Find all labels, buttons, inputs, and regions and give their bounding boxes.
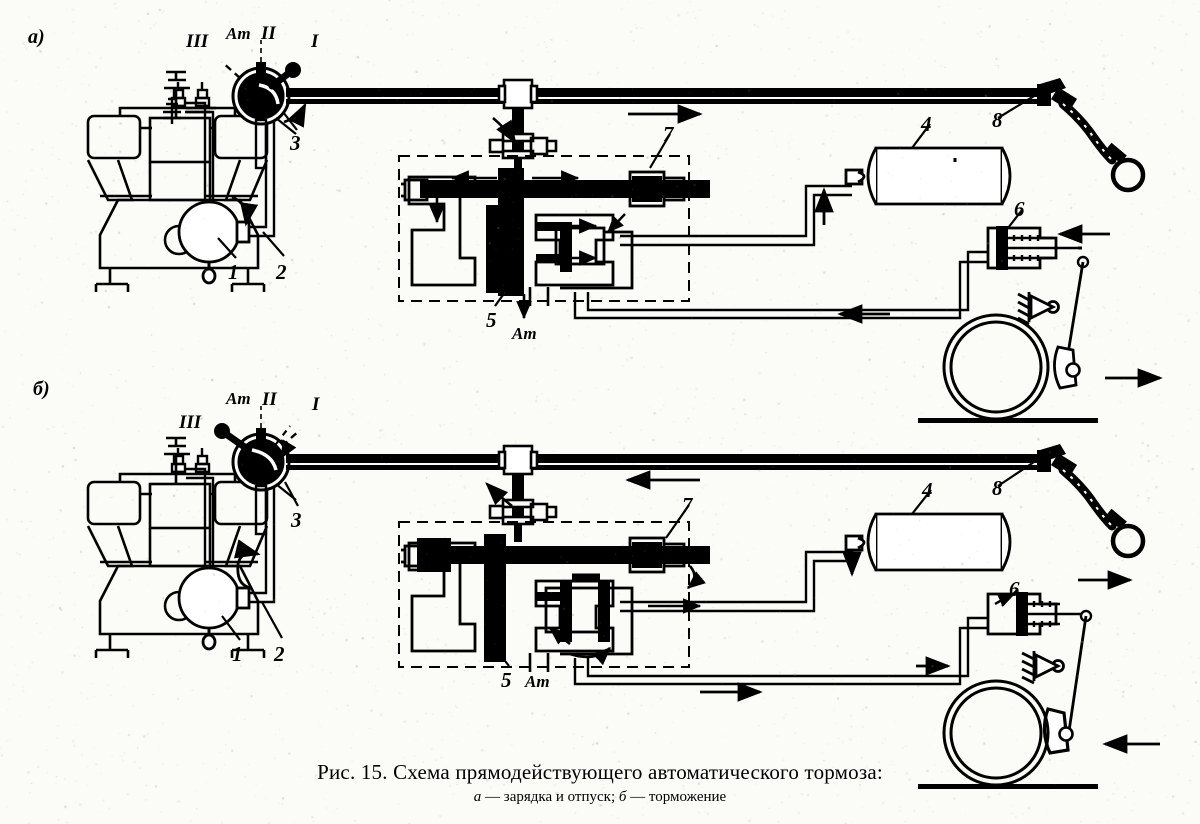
callout-a-1: 1 xyxy=(228,260,239,285)
piston-rod xyxy=(420,180,710,198)
auxiliary-reservoir xyxy=(846,514,1010,570)
callout-a-2: 2 xyxy=(276,260,287,285)
brake-shoe xyxy=(1054,347,1079,388)
callout-a-5: 5 xyxy=(486,308,497,333)
brake-pipe-cock xyxy=(499,80,537,108)
branch-pipe-to-distributor xyxy=(503,108,533,176)
main-reservoir xyxy=(179,202,249,283)
wheel xyxy=(944,315,1048,419)
rail xyxy=(918,418,1098,423)
caption-sub: а — зарядка и отпуск; б — торможение xyxy=(0,789,1200,806)
hose-coupling xyxy=(1037,78,1143,190)
piston-rod xyxy=(420,546,710,564)
callout-a-at-top: Ат xyxy=(226,24,251,44)
callout-b-7: 7 xyxy=(682,493,693,518)
callout-a-pos-II: II xyxy=(261,23,276,45)
callout-b-8: 8 xyxy=(992,476,1003,501)
callout-a-7: 7 xyxy=(663,122,674,147)
pipe-distributor-to-cylinder xyxy=(575,618,988,684)
panel-b-braking xyxy=(88,406,1160,789)
figure-caption: Рис. 15. Схема прямодействующего автомат… xyxy=(0,760,1200,806)
caption-sub-a-text: — зарядка и отпуск; xyxy=(481,789,619,805)
callout-b-3: 3 xyxy=(291,508,302,533)
callout-a-4: 4 xyxy=(921,112,932,137)
callout-b-at-valve: Ат xyxy=(525,672,550,692)
panel-label-a: а) xyxy=(28,26,45,49)
branch-flow-arrow xyxy=(487,484,512,506)
callout-a-pos-III: III xyxy=(186,31,208,53)
cylinder-piston xyxy=(996,226,1008,270)
callout-b-at-top: Ат xyxy=(226,389,251,409)
callout-b-1: 1 xyxy=(232,642,243,667)
slide-valve-column xyxy=(484,534,506,662)
callout-b-6: 6 xyxy=(1009,577,1020,602)
brake-pipe-main xyxy=(286,454,1037,470)
auxiliary-reservoir xyxy=(846,148,1010,204)
slide-valve-column xyxy=(498,168,524,296)
callout-a-3: 3 xyxy=(290,131,301,156)
caption-sub-b-text: — торможение xyxy=(626,789,726,805)
panel-label-b: б) xyxy=(33,378,50,401)
panel-a-charging-release xyxy=(88,0,1160,423)
callout-a-pos-I: I xyxy=(311,31,318,53)
hose-coupling xyxy=(1037,444,1143,556)
distributor-internals xyxy=(401,168,710,318)
callout-b-pos-I: I xyxy=(312,394,319,416)
callout-a-8: 8 xyxy=(992,108,1003,133)
callout-b-4: 4 xyxy=(922,478,933,503)
callout-b-pos-II: II xyxy=(262,389,277,411)
callout-b-2: 2 xyxy=(274,642,285,667)
callout-a-at-valve: Ат xyxy=(512,324,537,344)
stud-pair xyxy=(172,82,209,130)
brake-cylinder xyxy=(988,592,1091,636)
callout-a-6: 6 xyxy=(1014,197,1025,222)
caption-main: Рис. 15. Схема прямодействующего автомат… xyxy=(0,760,1200,785)
pipe-distributor-to-cylinder xyxy=(575,252,988,318)
brake-pipe-main xyxy=(286,88,1037,104)
callout-b-pos-III: III xyxy=(179,412,201,434)
brake-pipe-cock xyxy=(499,446,537,474)
callout-b-5: 5 xyxy=(501,668,512,693)
branch-pipe-to-distributor xyxy=(503,474,533,542)
